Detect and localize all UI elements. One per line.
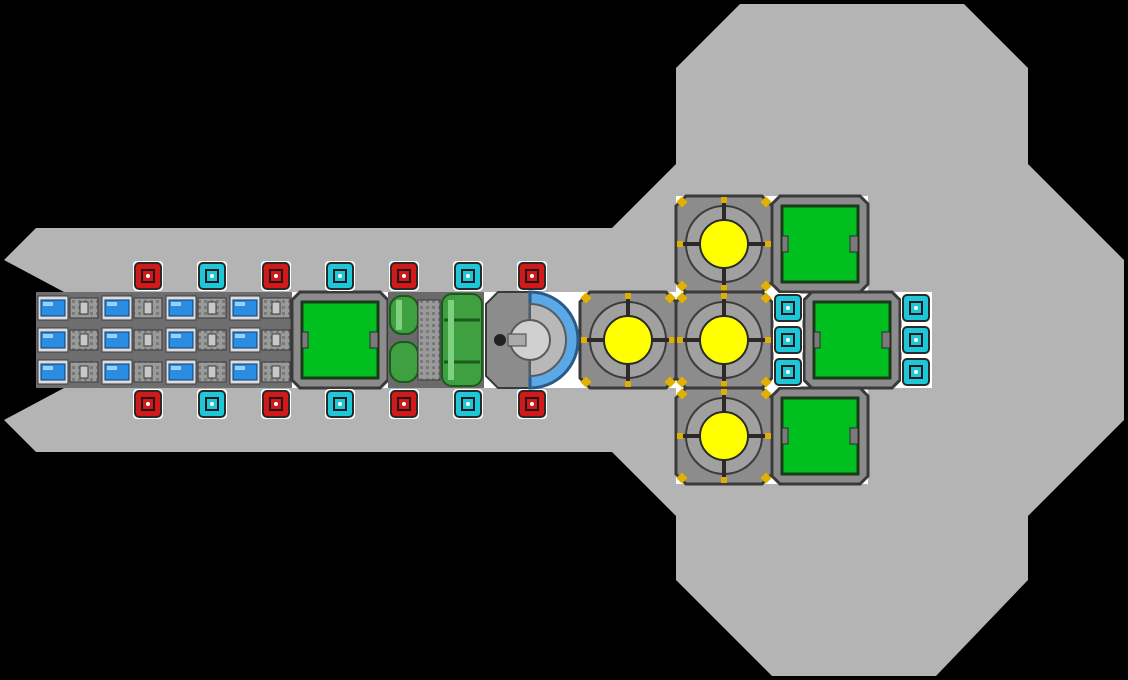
- cyan-node-icon[interactable]: [197, 389, 227, 419]
- cyan-node-icon[interactable]: [773, 325, 803, 355]
- red-node-icon[interactable]: [133, 261, 163, 291]
- battery-cell-icon[interactable]: [36, 356, 100, 388]
- reactor-core-icon[interactable]: [674, 290, 774, 390]
- battery-cell-grid[interactable]: [36, 292, 292, 388]
- battery-cell-icon[interactable]: [164, 324, 228, 356]
- battery-cell-icon[interactable]: [228, 324, 292, 356]
- cyan-node-icon[interactable]: [453, 389, 483, 419]
- battery-cell-icon[interactable]: [36, 292, 100, 324]
- battery-cell-icon[interactable]: [164, 356, 228, 388]
- cyan-node-icon[interactable]: [773, 293, 803, 323]
- cockpit-icon[interactable]: [485, 290, 580, 390]
- red-node-icon[interactable]: [261, 389, 291, 419]
- battery-cell-icon[interactable]: [36, 324, 100, 356]
- storage-bay-icon[interactable]: [290, 290, 390, 390]
- cyan-node-icon[interactable]: [325, 389, 355, 419]
- storage-bays[interactable]: [290, 194, 902, 486]
- cyan-node-icon[interactable]: [901, 357, 931, 387]
- hull-nodes[interactable]: [133, 261, 931, 419]
- cyan-node-icon[interactable]: [453, 261, 483, 291]
- cyan-node-icon[interactable]: [197, 261, 227, 291]
- cyan-node-icon[interactable]: [901, 293, 931, 323]
- cyan-node-icon[interactable]: [773, 357, 803, 387]
- battery-cell-icon[interactable]: [100, 356, 164, 388]
- battery-cell-icon[interactable]: [228, 292, 292, 324]
- cyan-node-icon[interactable]: [901, 325, 931, 355]
- red-node-icon[interactable]: [517, 261, 547, 291]
- red-node-icon[interactable]: [389, 261, 419, 291]
- red-node-icon[interactable]: [261, 261, 291, 291]
- red-node-icon[interactable]: [389, 389, 419, 419]
- reactor-cores[interactable]: [578, 194, 774, 486]
- storage-bay-icon[interactable]: [802, 290, 902, 390]
- battery-cell-icon[interactable]: [164, 292, 228, 324]
- storage-bay-icon[interactable]: [770, 194, 870, 294]
- red-node-icon[interactable]: [133, 389, 163, 419]
- red-node-icon[interactable]: [517, 389, 547, 419]
- battery-cell-icon[interactable]: [100, 324, 164, 356]
- battery-cell-icon[interactable]: [100, 292, 164, 324]
- storage-bay-icon[interactable]: [770, 386, 870, 486]
- engine-tank-icon[interactable]: [388, 292, 484, 388]
- cyan-node-icon[interactable]: [325, 261, 355, 291]
- reactor-core-icon[interactable]: [578, 290, 678, 390]
- battery-cell-icon[interactable]: [228, 356, 292, 388]
- reactor-core-icon[interactable]: [674, 194, 774, 294]
- reactor-core-icon[interactable]: [674, 386, 774, 486]
